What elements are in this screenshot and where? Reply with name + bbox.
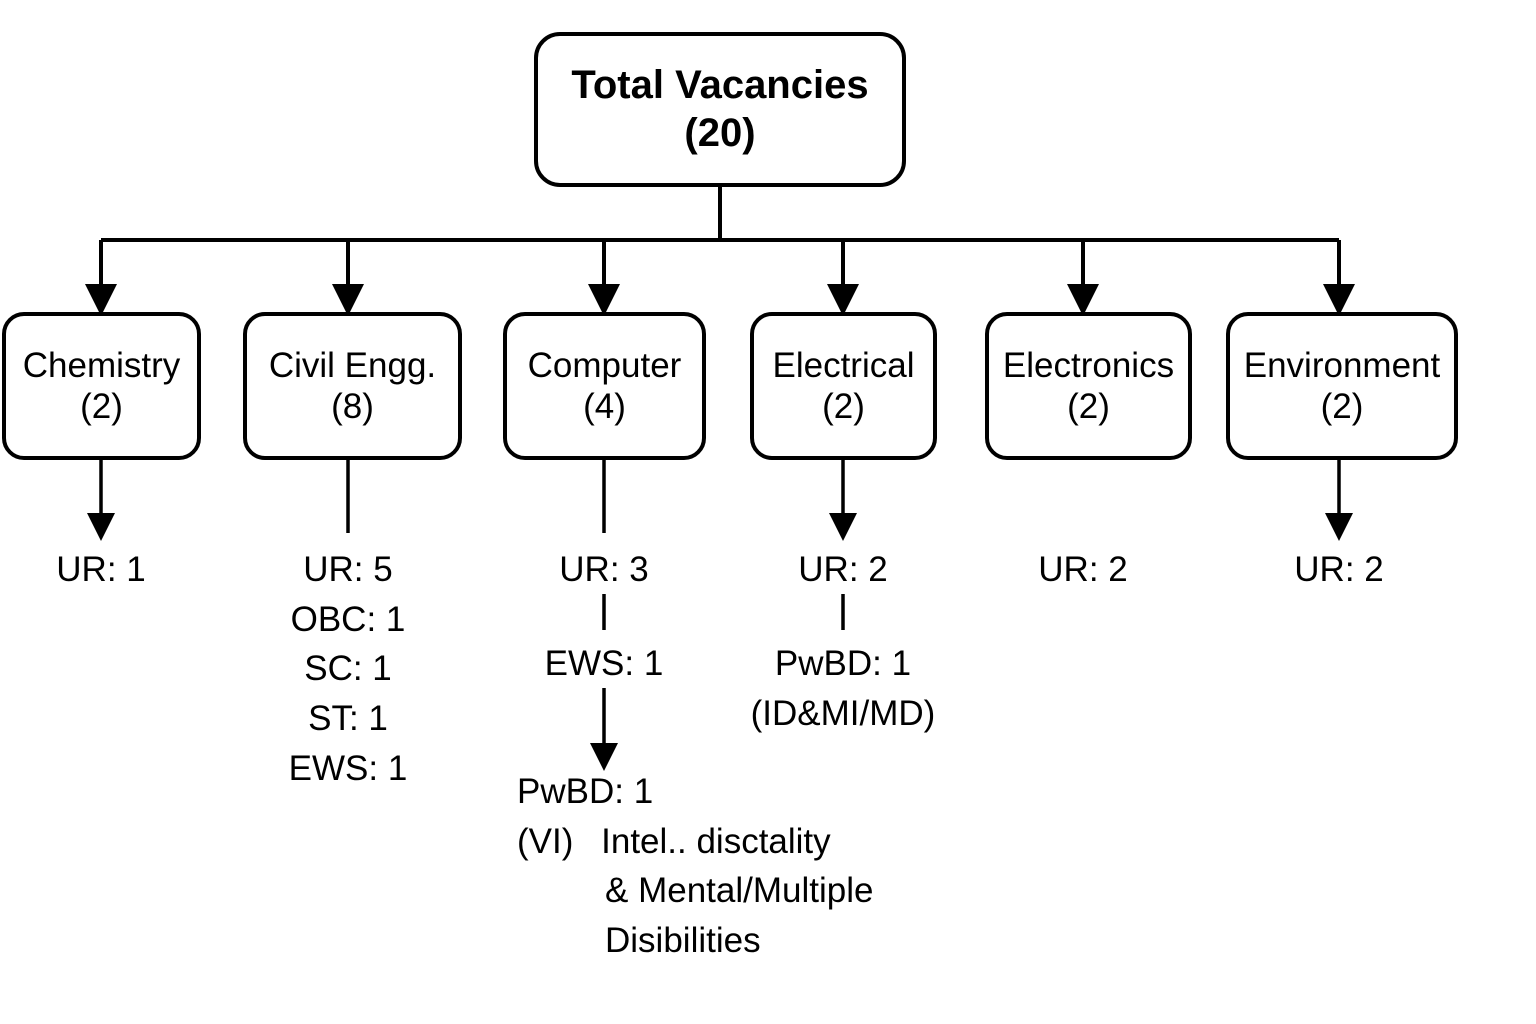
civil-ews: EWS: 1 — [288, 748, 408, 788]
department-name-electronics: Electronics — [1002, 345, 1175, 385]
detail-electrical-pwbd-group: PwBD: 1 (ID&MI/MD) — [751, 639, 936, 738]
electrical-pwbd: PwBD: 1 — [774, 644, 912, 683]
computer-pwbd-desc-line1: Intel.. disctality — [601, 821, 831, 861]
department-count-chemistry: (2) — [80, 387, 123, 426]
detail-group-electronics: UR: 2 — [1038, 545, 1127, 595]
electrical-pwbd-type: (ID&MI/MD) — [750, 693, 936, 733]
computer-pwbd-desc-line2-row: & Mental/Multiple — [517, 866, 873, 916]
civil-sc: SC: 1 — [304, 649, 392, 689]
civil-obc: OBC: 1 — [290, 599, 406, 639]
department-name-chemistry: Chemistry — [22, 345, 181, 385]
detail-electrical-ur-group: UR: 2 — [798, 545, 887, 595]
electrical-ur: UR: 2 — [798, 550, 888, 589]
department-count-civil-engg: (8) — [331, 387, 374, 426]
node-department-electronics[interactable]: Electronics (2) — [985, 312, 1192, 460]
node-total-vacancies[interactable]: Total Vacancies (20) — [534, 32, 906, 187]
detail-group-environment: UR: 2 — [1294, 545, 1383, 595]
civil-st: ST: 1 — [308, 699, 388, 739]
civil-ur: UR: 5 — [303, 550, 393, 589]
department-name-computer: Computer — [527, 345, 682, 385]
computer-pwbd: PwBD: 1 — [517, 772, 654, 811]
node-department-environment[interactable]: Environment (2) — [1226, 312, 1458, 460]
department-name-civil-engg: Civil Engg. — [268, 345, 437, 385]
electronics-ur: UR: 2 — [1038, 550, 1128, 589]
computer-pwbd-desc-line3: Disibilities — [605, 921, 761, 961]
detail-group-civil-engg: UR: 5 OBC: 1 SC: 1 ST: 1 EWS: 1 — [289, 545, 408, 793]
computer-pwbd-type: (VI) — [517, 821, 574, 861]
chemistry-ur: UR: 1 — [56, 550, 146, 589]
detail-computer-ur-group: UR: 3 — [559, 545, 648, 595]
node-department-chemistry[interactable]: Chemistry (2) — [2, 312, 201, 460]
node-department-civil-engg[interactable]: Civil Engg. (8) — [243, 312, 462, 460]
department-name-electrical: Electrical — [772, 345, 915, 385]
department-count-computer: (4) — [583, 387, 626, 426]
total-vacancies-count: (20) — [684, 110, 756, 155]
computer-pwbd-desc-line1-row: (VI) Intel.. disctality — [517, 817, 873, 867]
node-department-electrical[interactable]: Electrical (2) — [750, 312, 937, 460]
computer-ur: UR: 3 — [559, 550, 649, 589]
detail-group-chemistry: UR: 1 — [56, 545, 145, 595]
total-vacancies-label: Total Vacancies — [571, 63, 869, 108]
department-name-environment: Environment — [1243, 345, 1441, 385]
environment-ur: UR: 2 — [1294, 550, 1384, 589]
node-department-computer[interactable]: Computer (4) — [503, 312, 706, 460]
department-count-environment: (2) — [1320, 387, 1364, 426]
department-count-electronics: (2) — [1067, 387, 1110, 426]
detail-computer-ews-group: EWS: 1 — [545, 639, 664, 689]
computer-ews: EWS: 1 — [544, 644, 664, 683]
computer-pwbd-desc-line3-row: Disibilities — [517, 916, 873, 966]
detail-computer-pwbd-group: PwBD: 1 (VI) Intel.. disctality & Mental… — [517, 767, 873, 966]
department-count-electrical: (2) — [822, 387, 865, 426]
computer-pwbd-desc-line2: & Mental/Multiple — [605, 871, 874, 911]
